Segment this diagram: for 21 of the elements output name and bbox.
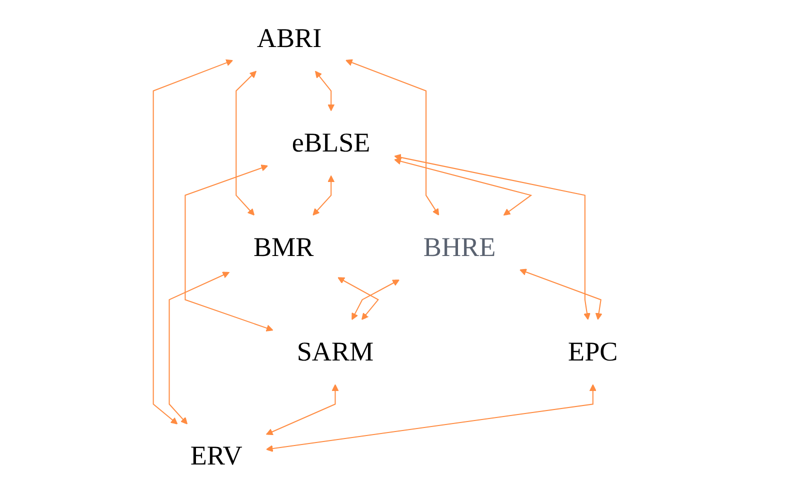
arrow [346, 59, 440, 216]
arrow [315, 70, 335, 112]
node-text: ERV [190, 442, 242, 472]
arrow [152, 59, 233, 424]
arrow [184, 164, 274, 332]
arrow [266, 384, 339, 436]
arrow [266, 384, 596, 452]
node-text: eBLSE [292, 128, 370, 158]
arrow [394, 158, 532, 216]
arrow [338, 277, 379, 320]
arrow [168, 272, 230, 424]
node-text: BMR [253, 232, 314, 262]
arrow [236, 70, 256, 216]
arrow [312, 175, 335, 216]
arrow [520, 268, 602, 320]
arrow [394, 154, 590, 320]
arrow [352, 280, 400, 320]
node-text: SARM [296, 337, 374, 367]
node-text: BHRE [423, 232, 496, 262]
node-text: EPC [568, 337, 618, 367]
node-text: ABRI [256, 24, 322, 54]
